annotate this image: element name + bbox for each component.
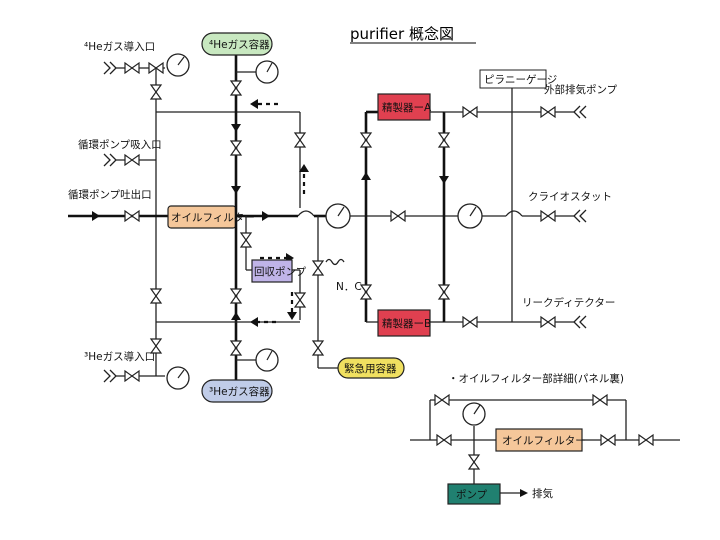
- right-column: [444, 86, 587, 329]
- pirani-gauge-box: [479, 69, 547, 89]
- he4-column: [230, 54, 242, 216]
- cryostat-line: [482, 209, 587, 223]
- detail-oil-filter-label: オイルフィルター: [502, 435, 586, 447]
- detail-piping: [410, 394, 680, 497]
- detail-pump-box: [447, 483, 501, 505]
- label-ext-pump: 外部排気ポンプ: [544, 83, 618, 96]
- he4-container: [201, 32, 273, 56]
- pressure-gauge: [166, 53, 190, 77]
- oil-filter-label: オイルフィルター: [171, 212, 255, 224]
- he4-container-label: ⁴Heガス容器: [209, 38, 270, 51]
- pressure-gauge: [325, 203, 351, 229]
- pressure-gauge: [457, 203, 483, 229]
- he3-container-label: ³Heガス容器: [209, 385, 270, 398]
- emergency-container: [337, 357, 405, 379]
- valve: [390, 210, 406, 222]
- emergency-branch: [312, 216, 345, 369]
- label-circ-pump-outlet: 循環ポンプ吐出口: [68, 188, 152, 201]
- purifier-loop: [360, 110, 450, 323]
- recovery-pump-box: [251, 259, 293, 283]
- valve: [150, 288, 162, 304]
- detail-pump-label: ポンプ: [456, 489, 488, 501]
- label-pirani-gauge: ピラニーゲージ: [484, 74, 557, 86]
- emergency-container-label: 緊急用容器: [344, 362, 397, 375]
- pressure-gauge: [236, 348, 279, 372]
- he3-column: [230, 216, 242, 380]
- recovery-pump-label: 回収ポンプ: [254, 266, 307, 278]
- label-circ-pump-inlet: 循環ポンプ吸入口: [78, 138, 162, 151]
- label-cryostat: クライオスタット: [528, 191, 612, 203]
- valve: [150, 84, 162, 100]
- circ-pump-inlet-line: [103, 153, 156, 167]
- bypass-column: [294, 112, 309, 208]
- purifier-a-label: 精製器ーA: [382, 101, 432, 114]
- circ-pump-outlet-line: [68, 210, 168, 222]
- diagram-title: purifier 概念図: [350, 25, 454, 43]
- detail-oil-filter-box: [495, 428, 583, 452]
- label-leak-detector: リークディテクター: [522, 296, 615, 309]
- pressure-gauge: [236, 60, 279, 84]
- detail-caption: ・オイルフィルター部詳細(パネル裏): [448, 372, 624, 385]
- he4-inlet-line: [103, 61, 165, 360]
- label-nc: N．C: [336, 281, 362, 293]
- he3-inlet-line: [103, 338, 190, 390]
- pipe: [156, 317, 300, 327]
- label-he3-inlet: ³Heガス導入口: [84, 350, 155, 363]
- purifier-b-box: [377, 309, 431, 337]
- purifier-a-box: [377, 93, 431, 121]
- purifier-b-label: 精製器ーB: [382, 317, 431, 330]
- label-he4-inlet: ⁴Heガス導入口: [84, 40, 155, 53]
- dashed-flow-arrow: [250, 99, 280, 109]
- label-exhaust: 排気: [532, 487, 553, 500]
- he3-container: [201, 379, 273, 403]
